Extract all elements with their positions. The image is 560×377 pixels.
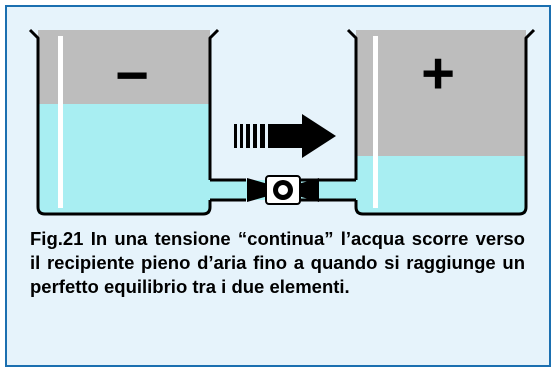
- left-beaker-outline: [28, 28, 220, 216]
- right-beaker-water: [356, 156, 526, 214]
- valve-icon: [247, 175, 319, 205]
- left-beaker: −: [28, 28, 220, 216]
- left-beaker-reflection: [58, 36, 63, 208]
- arrow-right-icon: [234, 114, 336, 158]
- left-beaker-air: [38, 30, 210, 104]
- right-beaker-air: [356, 30, 526, 156]
- left-beaker-water: [38, 104, 210, 214]
- right-beaker-reflection: [373, 36, 378, 208]
- right-beaker-sign: +: [421, 41, 455, 106]
- left-beaker-sign: −: [115, 43, 149, 108]
- connecting-pipe-outline: [210, 178, 356, 202]
- right-beaker-outline: [346, 28, 536, 216]
- right-beaker: +: [346, 28, 536, 216]
- figure-caption: Fig.21 In una tensione “continua” l’acqu…: [30, 228, 525, 297]
